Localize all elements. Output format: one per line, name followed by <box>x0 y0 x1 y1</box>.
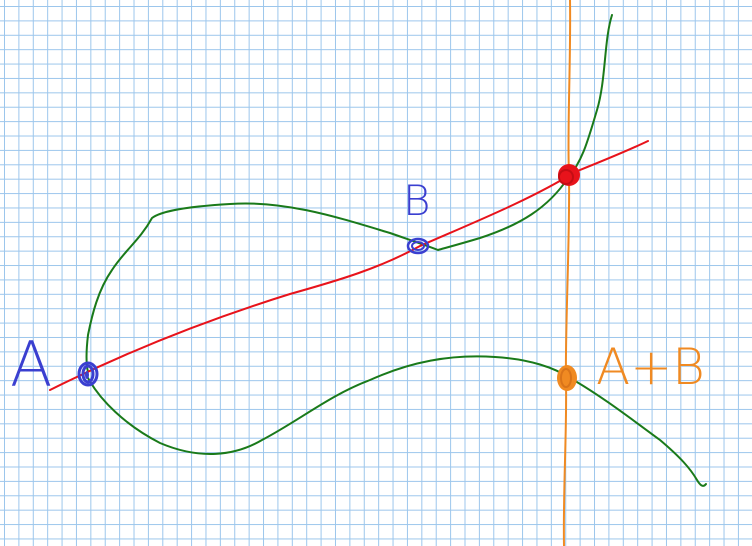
vertical-line <box>562 0 572 546</box>
label-a-plus-b: A+B <box>596 338 705 396</box>
label-b: B <box>403 176 431 225</box>
third-intersection-point <box>558 164 580 186</box>
point-b-marker <box>406 237 430 255</box>
curve-lower-branch <box>87 355 707 487</box>
curve-upper-branch <box>85 14 613 373</box>
point-a-marker <box>77 361 99 387</box>
label-a: A <box>10 328 52 401</box>
sum-point-marker <box>557 365 577 391</box>
